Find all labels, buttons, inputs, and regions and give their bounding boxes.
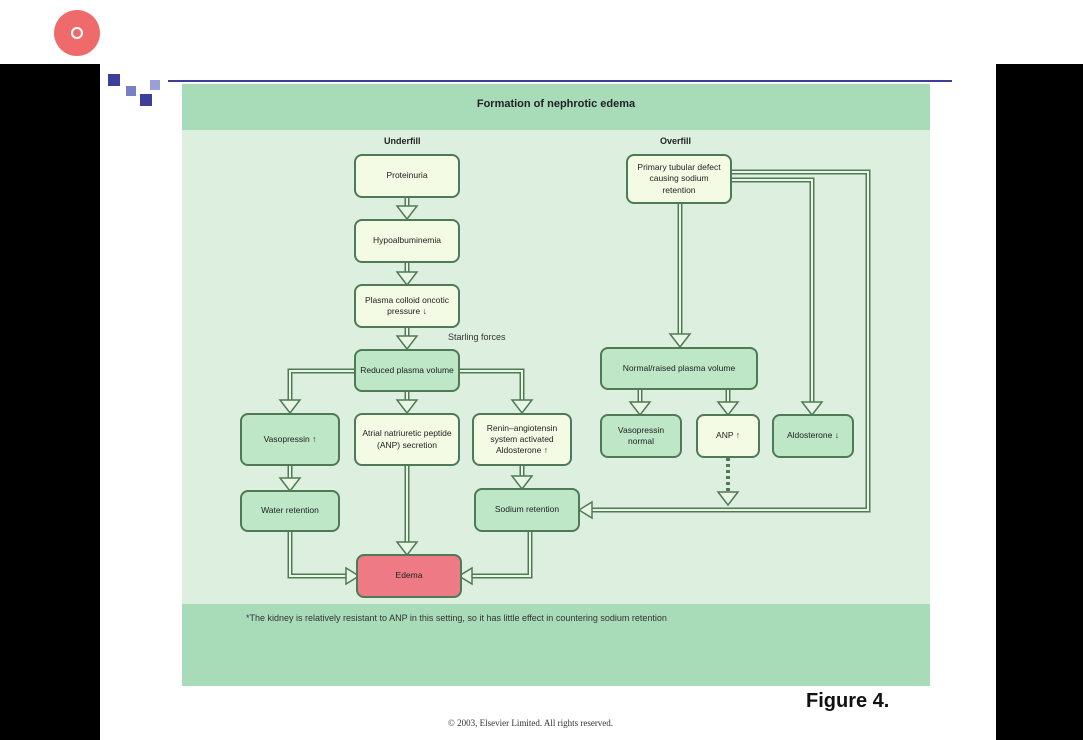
box-sodium-retention: Sodium retention — [474, 488, 580, 532]
figure-title: Formation of nephrotic edema — [476, 98, 636, 110]
box-edema: Edema — [356, 554, 462, 598]
box-vasopressin: Vasopressin ↑ — [240, 413, 340, 466]
right-black-bar — [996, 64, 1083, 740]
figure-background — [182, 84, 930, 686]
left-black-bar — [0, 64, 100, 740]
box-vasopressin-normal: Vasopressin normal — [600, 414, 682, 458]
slide-top-rule — [168, 80, 952, 82]
footnote-text: *The kidney is relatively resistant to A… — [246, 613, 667, 623]
box-hypoalbuminemia: Hypoalbuminemia — [354, 219, 460, 263]
figure-number: Figure 4. — [806, 690, 890, 712]
overfill-heading: Overfill — [660, 136, 692, 146]
box-water-retention: Water retention — [240, 490, 340, 532]
box-raas: Renin–angiotensin system activated Aldos… — [472, 413, 572, 466]
box-primary-tubular-defect: Primary tubular defect causing sodium re… — [626, 154, 732, 204]
box-aldosterone-down: Aldosterone ↓ — [772, 414, 854, 458]
box-normal-plasma-volume: Normal/raised plasma volume — [600, 347, 758, 390]
slide-decoration — [140, 94, 152, 106]
starling-forces-label: Starling forces — [448, 332, 506, 342]
box-anp-secretion: Atrial natriuretic peptide (ANP) secreti… — [354, 413, 460, 466]
figure-title-band: Formation of nephrotic edema — [182, 84, 930, 130]
copyright-notice: © 2003, Elsevier Limited. All rights res… — [448, 718, 614, 728]
slide-decoration — [126, 86, 136, 96]
slide-decoration — [108, 74, 120, 86]
record-icon — [71, 27, 83, 39]
slide-decoration — [150, 80, 160, 90]
box-reduced-plasma-volume: Reduced plasma volume — [354, 349, 460, 392]
footnote-band — [182, 604, 930, 686]
box-anp-up: ANP ↑ — [696, 414, 760, 458]
box-oncotic-pressure: Plasma colloid oncotic pressure ↓ — [354, 284, 460, 328]
box-proteinuria: Proteinuria — [354, 154, 460, 198]
record-button[interactable] — [54, 10, 100, 56]
underfill-heading: Underfill — [384, 136, 421, 146]
